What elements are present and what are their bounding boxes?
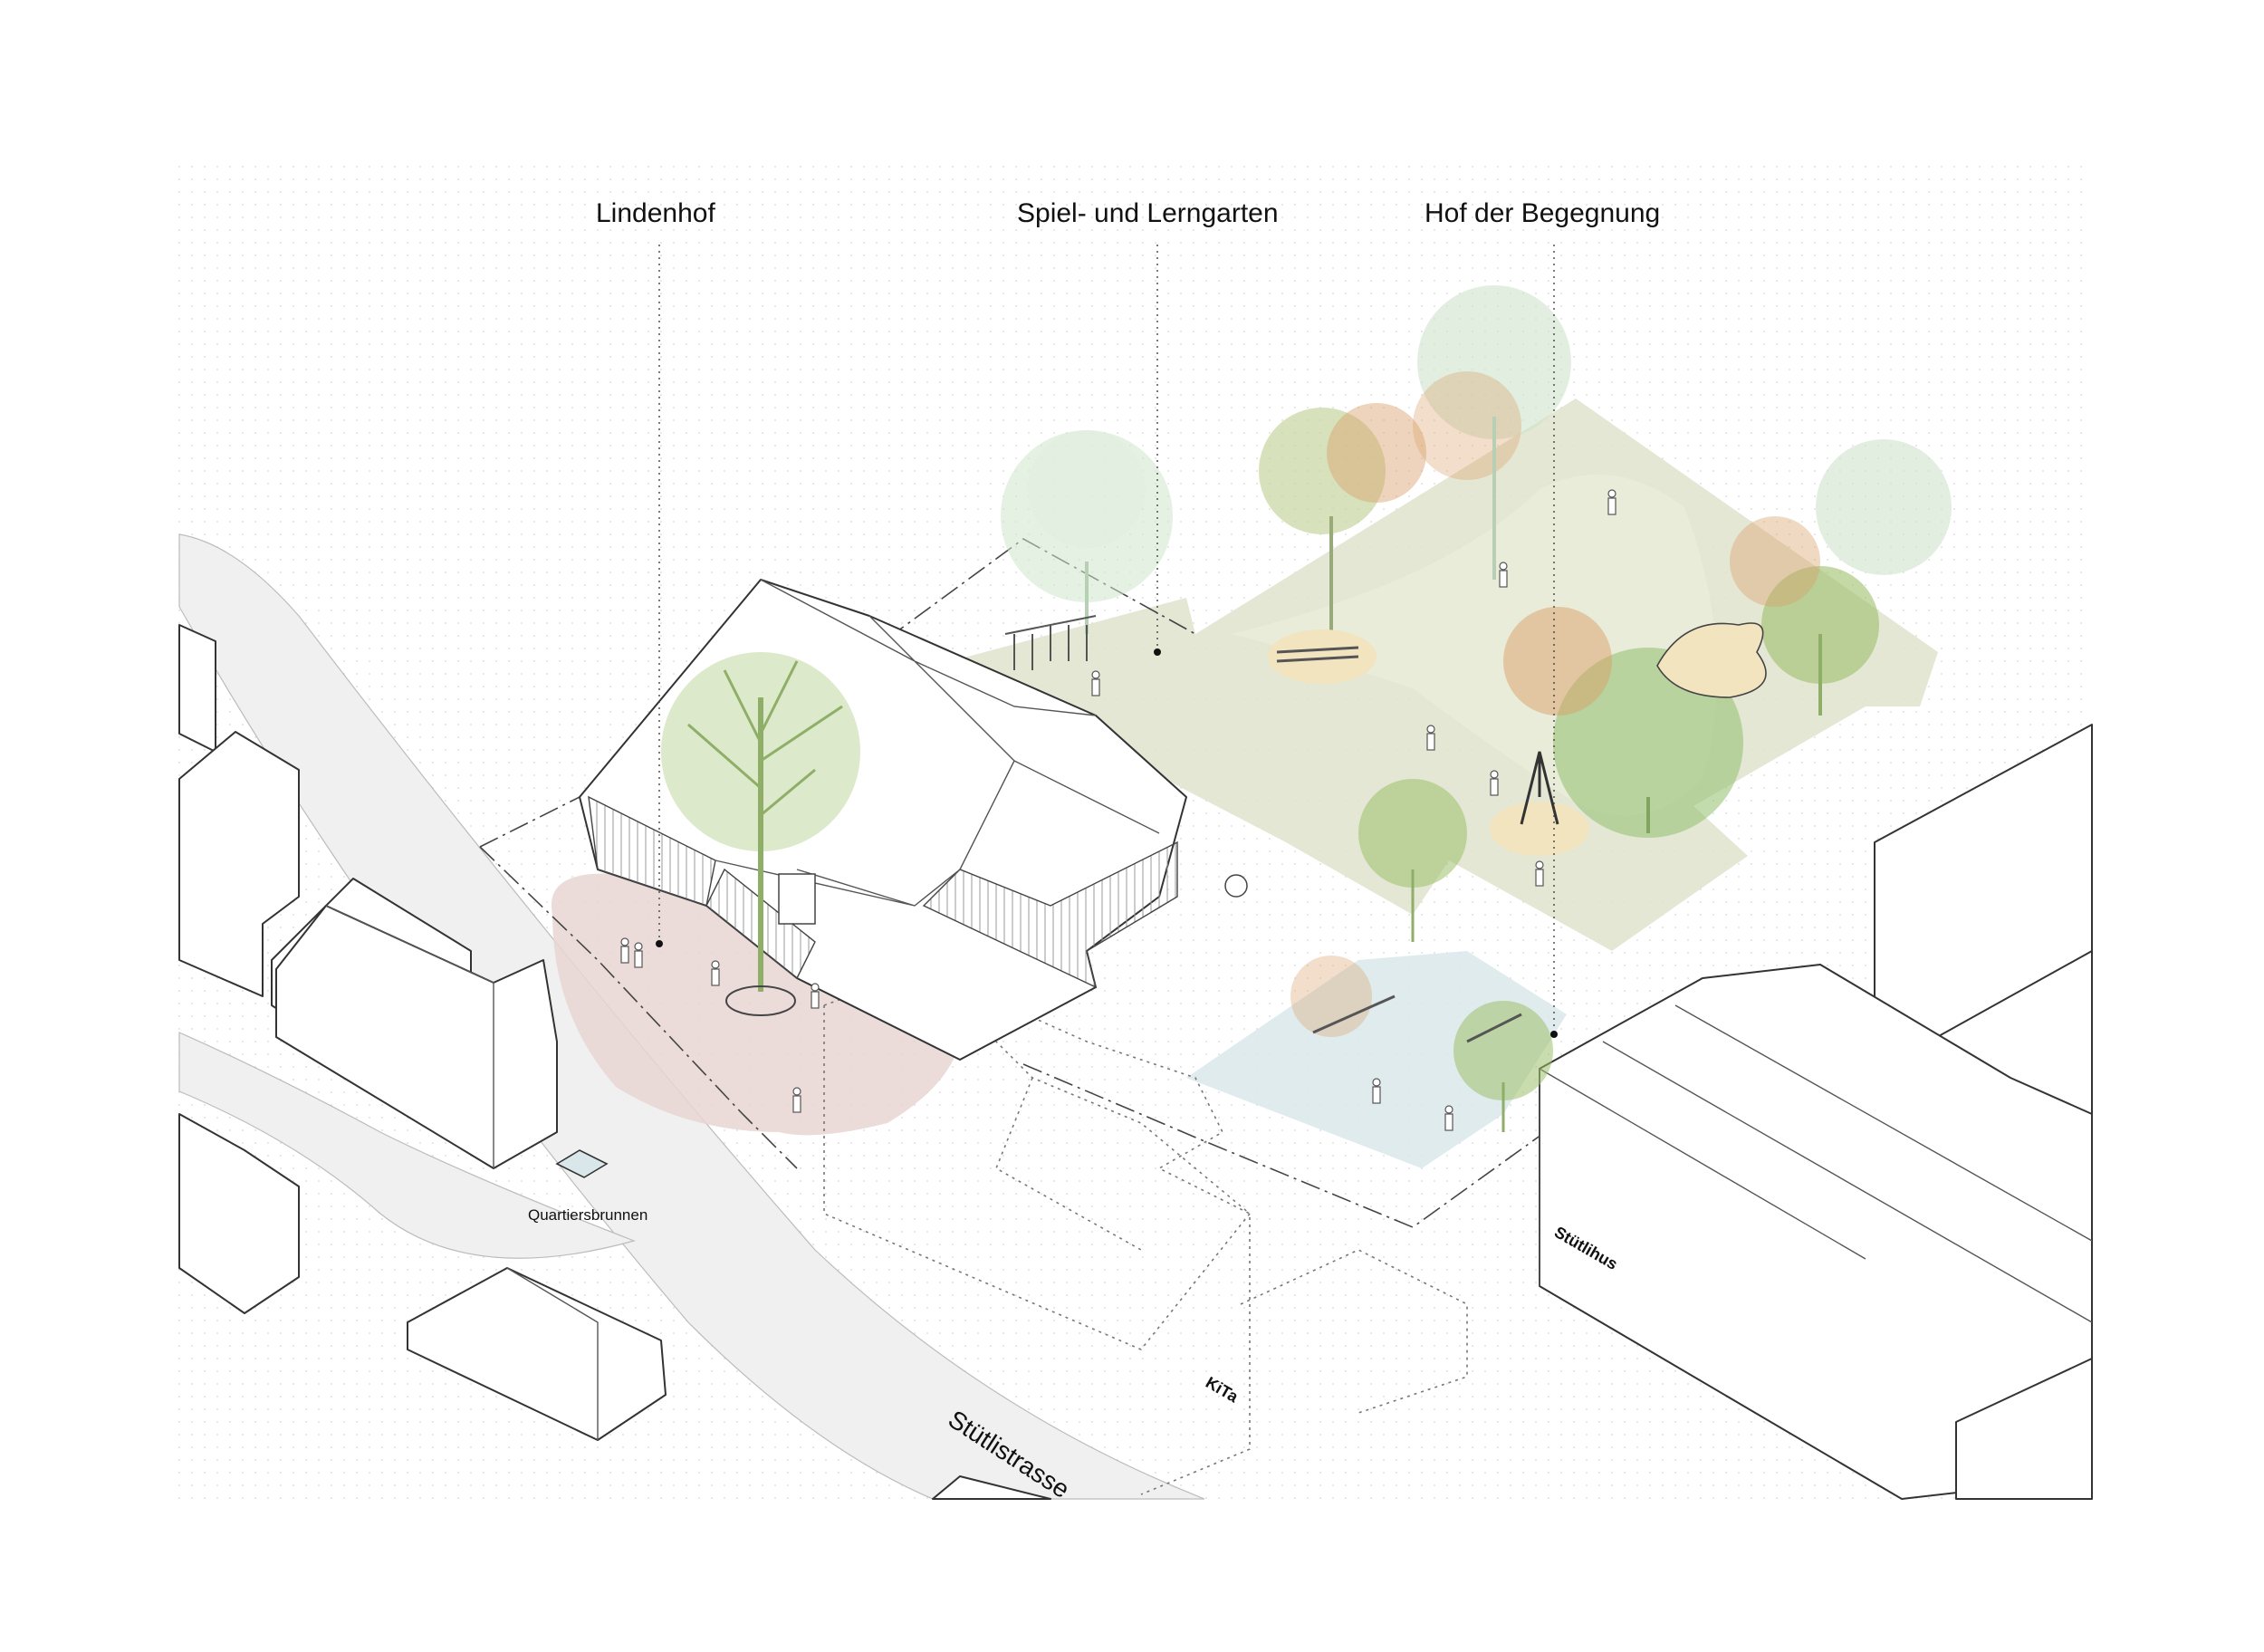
person-icon [1499,562,1508,588]
label-spiel-und-lerngarten: Spiel- und Lerngarten [1017,198,1279,228]
person-icon [792,1087,801,1113]
garden-features [555,615,1767,1178]
person-icon [811,983,820,1009]
swing-icon [1520,751,1559,825]
person-icon [1372,1078,1381,1104]
person-icon [1535,860,1544,887]
people [620,489,1616,1131]
person-icon [1426,725,1435,751]
person-icon [1607,489,1616,515]
tree-icon [1503,607,1743,838]
label-quartiersbrunnen: Quartiersbrunnen [528,1206,648,1224]
hof-der-begegnung-zone [1186,951,1567,1168]
ghost-buildings [823,968,1468,1495]
fountain-icon [555,1149,609,1178]
tree-icon [1001,430,1173,634]
tree-icon [1730,439,1952,716]
person-icon [1444,1105,1453,1131]
tree-icon [1413,285,1571,580]
tree-icon [1358,779,1467,942]
person-icon [634,942,643,968]
sandpit-icon [1656,622,1767,698]
label-hof-der-begegnung: Hof der Begegnung [1425,198,1660,228]
tree-icon [1259,403,1426,634]
tree-icon linden-tree [661,652,860,992]
label-lindenhof: Lindenhof [596,198,715,228]
neighbour-buildings [178,624,2093,1500]
person-icon [1091,670,1100,696]
person-icon [711,960,720,986]
lindenhof-zone [551,873,964,1136]
person-icon [1490,770,1499,796]
trees [661,285,1952,1132]
person-icon [620,937,629,964]
leader-lines [656,245,1558,1038]
